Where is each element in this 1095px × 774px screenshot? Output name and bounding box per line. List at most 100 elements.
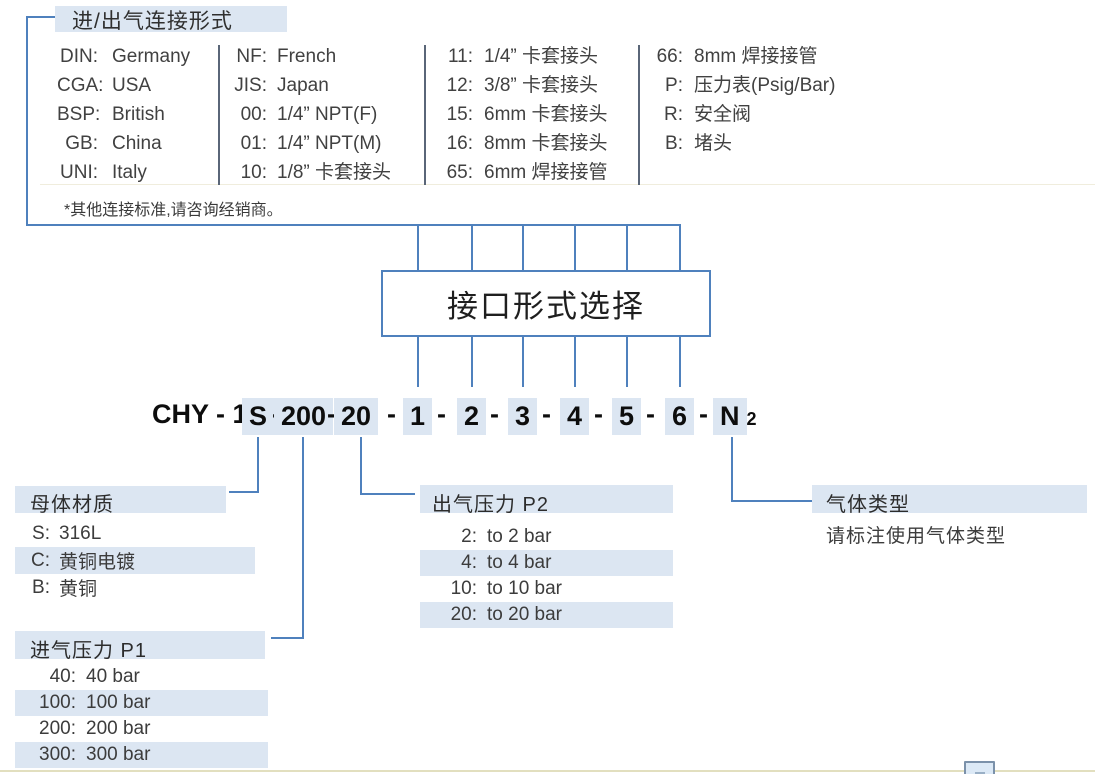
code-value: 8mm 焊接接管 [694, 46, 818, 67]
code-value: French [277, 46, 337, 67]
table-row: 15: 6mm 卡套接头 [437, 100, 608, 129]
code-dash: - [437, 399, 446, 429]
connector-line [271, 637, 304, 639]
code-value: 6mm 卡套接头 [484, 104, 608, 125]
code-value: 1/4” NPT(F) [277, 104, 378, 125]
connector-line [679, 226, 681, 270]
code-value: 堵头 [694, 133, 733, 154]
column-divider [638, 45, 640, 185]
connector-line [417, 337, 419, 387]
section-header-gas-type: 气体类型 [812, 485, 1087, 516]
code-value: 3/8” 卡套接头 [484, 75, 599, 96]
table-row: UNI:Italy [57, 158, 190, 187]
code-value: 6mm 焊接接管 [484, 162, 608, 183]
section-title: 气体类型 [826, 494, 910, 516]
code-key: 65: [446, 162, 473, 183]
table-row: B: 堵头 [647, 129, 835, 158]
code-key: 16: [446, 133, 473, 154]
code-key: 01: [240, 133, 267, 154]
code-key: P: [665, 75, 683, 96]
bracket-line [26, 16, 28, 226]
code-dash: - [542, 399, 551, 429]
code-key: UNI: [60, 162, 98, 183]
code-gas-subscript: 2 [746, 409, 757, 429]
body-material-items: S:316L C:黄铜电镀 B:黄铜 [15, 520, 255, 601]
connector-line [302, 437, 304, 639]
code-value: 1/4” NPT(M) [277, 133, 382, 154]
code-value: USA [112, 75, 152, 96]
code-value: British [112, 104, 165, 125]
table-row: 11: 1/4” 卡套接头 [437, 42, 608, 71]
table-row: 65: 6mm 焊接接管 [437, 158, 608, 187]
list-item: 10:to 10 bar [450, 578, 562, 599]
code-prefix: CHY - 1 [152, 399, 248, 429]
connector-line [257, 437, 259, 493]
connection-table-column-1: DIN:Germany CGA:USA BSP: British GB:China… [57, 42, 190, 187]
gas-type-note: 请标注使用气体类型 [826, 526, 1007, 547]
list-item: 40:40 bar [49, 666, 140, 687]
button-glyph [974, 771, 985, 774]
cutoff-ui-button[interactable] [964, 761, 995, 774]
code-value: Japan [277, 75, 329, 96]
connection-table-column-2: NF: French JIS: Japan 00:1/4” NPT(F) 01: 1/… [228, 42, 391, 187]
code-value: 安全阀 [694, 104, 752, 125]
code-dash: - [327, 399, 336, 429]
code-key: NF: [236, 46, 267, 67]
connection-table-column-3: 11:1/4” 卡套接头 12:3/8” 卡套接头 15:6mm 卡套接头 16… [437, 42, 608, 187]
table-row: 10:1/8” 卡套接头 [228, 158, 391, 187]
code-key: JIS: [234, 75, 267, 96]
column-divider [218, 45, 220, 185]
selector-box-label: 接口形式选择 [447, 289, 645, 324]
list-item: 100:100 bar [15, 690, 268, 716]
code-value: 1/4” 卡套接头 [484, 46, 599, 67]
connector-line [679, 337, 681, 387]
table-row: BSP: British [57, 100, 190, 129]
table-row: P:压力表(Psig/Bar) [647, 71, 835, 100]
code-key: B: [665, 133, 683, 154]
code-key: 15: [446, 104, 473, 125]
connection-section-header [55, 6, 287, 32]
connector-line [360, 437, 362, 495]
connector-line [229, 491, 259, 493]
column-divider [424, 45, 426, 185]
connector-line [522, 226, 524, 270]
code-key: BSP: [57, 104, 101, 125]
code-port-6: 6 [665, 398, 695, 435]
section-title: 出气压力 P2 [432, 494, 550, 516]
code-port-5: 5 [612, 398, 642, 435]
connector-line [626, 226, 628, 270]
table-row: JIS: Japan [228, 71, 391, 100]
connector-line [731, 437, 733, 502]
connector-line [360, 493, 415, 495]
footnote: *其他连接标准,请咨询经销商。 [64, 202, 283, 219]
code-dash: - [646, 399, 655, 429]
selector-box: 接口形式选择 [381, 270, 711, 337]
connector-line [574, 337, 576, 387]
code-dash: - [699, 399, 708, 429]
list-item: B:黄铜 [32, 576, 98, 601]
code-dash: - [594, 399, 603, 429]
connection-section-title: 进/出气连接形式 [72, 10, 233, 33]
code-key: 66: [656, 46, 683, 67]
connector-line [417, 226, 419, 270]
table-row: DIN:Germany [57, 42, 190, 71]
subscript: 1 [134, 640, 148, 662]
table-row: 00:1/4” NPT(F) [228, 100, 391, 129]
table-row: CGA:USA [57, 71, 190, 100]
table-row: NF: French [228, 42, 391, 71]
outlet-pressure-items: 2:to 2 bar 4:to 4 bar 10:to 10 bar 20:to… [420, 524, 673, 628]
section-title: 进气压力 P1 [30, 640, 148, 662]
code-outlet-pressure: 20 [334, 398, 379, 435]
connector-line [626, 337, 628, 387]
page-artifact-line [40, 184, 1095, 185]
subscript: 2 [536, 494, 550, 516]
code-key: 11: [447, 46, 473, 67]
section-header-outlet-pressure: 出气压力 P2 [420, 485, 673, 516]
code-key: 10: [240, 162, 267, 183]
section-header-inlet-pressure: 进气压力 P1 [15, 631, 265, 662]
code-port-2: 2 [457, 398, 487, 435]
code-port-3: 3 [508, 398, 538, 435]
table-row: GB:China [57, 129, 190, 158]
